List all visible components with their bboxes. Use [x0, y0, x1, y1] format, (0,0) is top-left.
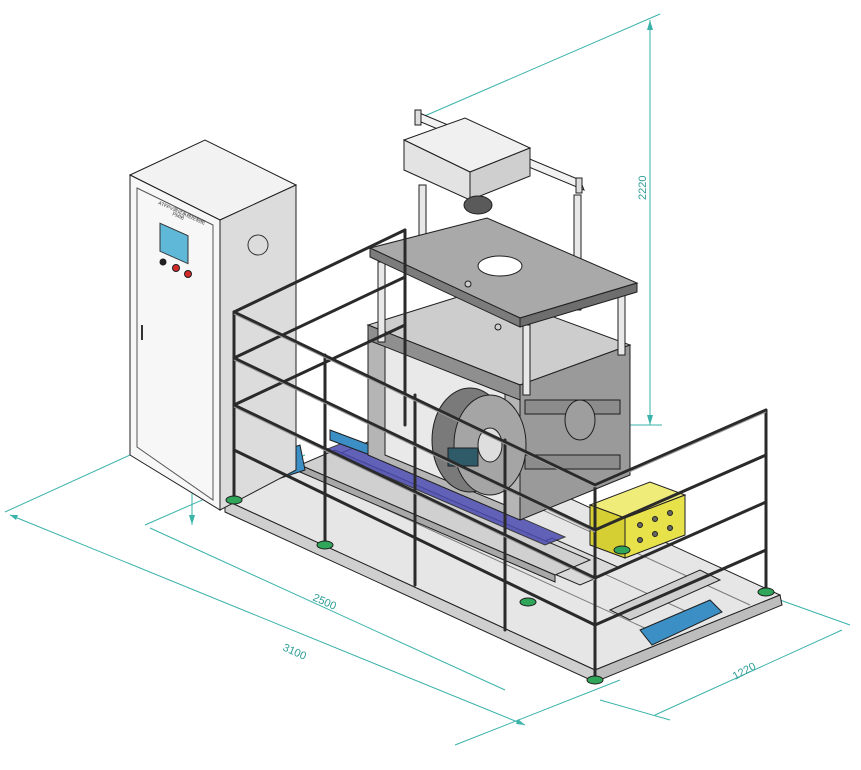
- selector-switch: [159, 258, 167, 266]
- column-front-right: [617, 294, 626, 356]
- railing-highlights: [233, 313, 767, 581]
- dim-label-total-length: 3100: [281, 642, 308, 663]
- leveling-feet: [225, 495, 775, 685]
- cabinet-panel-subtitle: PMIB: [171, 211, 185, 222]
- foot-6: [613, 545, 631, 555]
- foot-1: [225, 495, 243, 505]
- dim-label-width: 1220: [731, 661, 758, 683]
- overhead-motor: [402, 109, 585, 215]
- side-hub: [564, 399, 596, 441]
- foot-4: [586, 675, 604, 685]
- cabinet-vent: [247, 234, 269, 256]
- motor-shaft: [463, 195, 493, 215]
- top-plate-hole: [477, 255, 523, 277]
- dim-label-inner-length: 2500: [311, 592, 338, 613]
- safety-railing: [232, 228, 768, 682]
- top-plate-assembly: [368, 184, 639, 396]
- hydraulic-unit: [588, 481, 687, 559]
- hmi-screen: [159, 222, 189, 265]
- emergency-stop: [184, 270, 192, 278]
- red-button: [172, 264, 180, 272]
- foot-3: [519, 597, 537, 607]
- dim-label-height-total: 2220: [637, 176, 649, 200]
- foot-5: [757, 587, 775, 597]
- foot-2: [316, 540, 334, 550]
- column-front-left: [377, 261, 386, 343]
- column-front-mid: [522, 324, 531, 396]
- control-cabinet: [128, 139, 298, 511]
- blue-bracket-right: [639, 599, 723, 646]
